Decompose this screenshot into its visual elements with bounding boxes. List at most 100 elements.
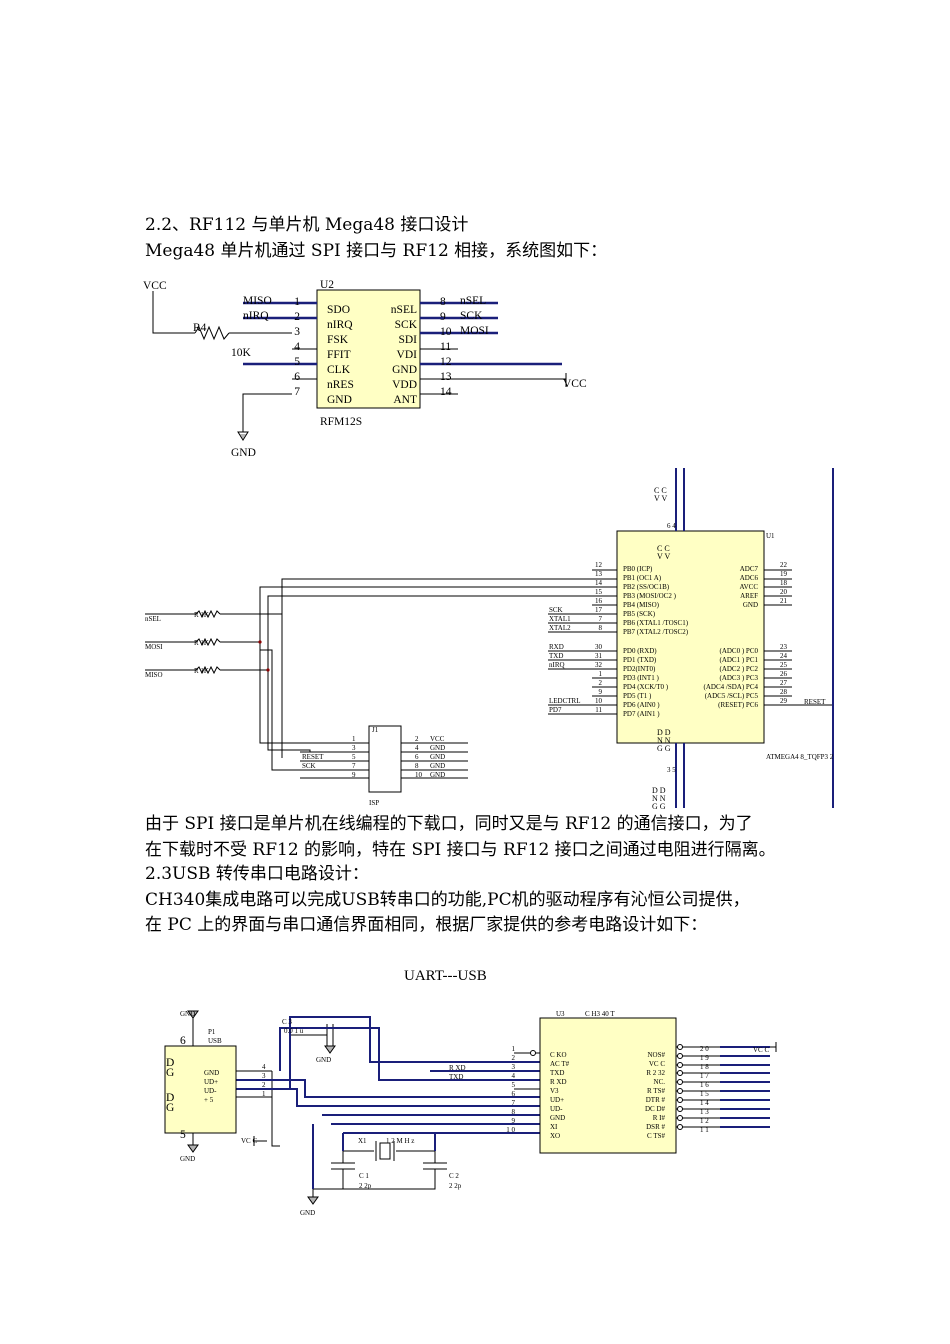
ch340-pin-r7: R I#	[653, 1114, 666, 1122]
mcu-pin-pd0: PD0 (RXD)	[623, 647, 657, 655]
vcc-label: VCC	[143, 280, 167, 292]
net-pd7: PD7	[549, 706, 562, 714]
net-sck: SCK	[549, 606, 563, 614]
body-text-2: 在下载时不受 RF12 的影响，特在 SPI 接口与 RF12 接口之间通过电阻…	[145, 840, 776, 860]
rfm12s-label: RFM12S	[320, 416, 362, 428]
resistor-1k: R 1K	[194, 667, 209, 675]
rfm-pin-num: 9	[440, 311, 446, 323]
ch340-pin-l8: XI	[550, 1123, 558, 1131]
ch340-pin-num: 1 0	[506, 1126, 515, 1134]
rfm-pin-ffit: FFIT	[327, 349, 351, 361]
body-text-3: CH340集成电路可以完成USB转串口的功能,PC机的驱动程序有沁恒公司提供，	[145, 890, 750, 910]
mcu-pin-adc7: ADC7	[740, 565, 759, 573]
ch340-pin-l4: V3	[550, 1087, 559, 1095]
usb-conn-num: 4	[262, 1063, 266, 1071]
mcu-pin-pb1: PB1 (OC1 A)	[623, 574, 662, 582]
mcu-pin-pd4: PD4 (XCK/T0 )	[623, 683, 669, 691]
isp-net-gnd: GND	[430, 744, 445, 752]
mcu-pin-num: 17	[595, 606, 603, 614]
mcu-pin-num: 1	[599, 670, 603, 678]
ch340-pin-num: 1 6	[700, 1081, 709, 1089]
mcu-pin-pb3: PB3 (MOSI/OC2 )	[623, 592, 677, 600]
mcu-pin-pc6: (RESET) PC6	[718, 701, 758, 709]
rfm-pin-num: 6	[294, 371, 300, 383]
mcu-pin-num: 10	[595, 697, 603, 705]
mcu-pin-pc5: (ADC5 /SCL) PC5	[705, 692, 759, 700]
mcu-pin-pc0: (ADC0 ) PC0	[719, 647, 758, 655]
rfm-net-mosi: MOSI	[460, 325, 489, 337]
mcu-pin-num: 19	[780, 570, 788, 578]
section-heading-2-2: 2.2、RF112 与单片机 Mega48 接口设计	[145, 215, 469, 235]
isp-pin-num: 9	[352, 771, 356, 779]
ch340-pin-num: 1 7	[700, 1072, 709, 1080]
isp-pin-num: 2	[415, 735, 419, 743]
mcu-pin-num: 23	[780, 643, 788, 651]
ch340-part: C H3 40 T	[585, 1010, 615, 1018]
rfm-pin-num: 14	[440, 386, 452, 398]
mcu-pin-num: 26	[780, 670, 788, 678]
net-rxd: RXD	[549, 643, 564, 651]
isp-pin-num: 4	[415, 744, 419, 752]
intro-text: Mega48 单片机通过 SPI 接口与 RF12 相接，系统图如下：	[145, 241, 608, 261]
mcu-pin-num: 14	[595, 579, 603, 587]
rfm-pin-sdo: SDO	[327, 304, 350, 316]
mcu-pin-num: 15	[595, 588, 603, 596]
mcu-pin-num: 21	[780, 597, 788, 605]
mcu-pin-pb2: PB2 (SS/OC1B)	[623, 583, 670, 591]
vcc-right-label: VCC	[563, 378, 587, 390]
ch340-pin-num: 9	[512, 1117, 516, 1125]
isp-pin-num: 3	[352, 744, 356, 752]
ch340-pin-num: 1 4	[700, 1099, 709, 1107]
usb-conn-pin-1: UD+	[204, 1078, 218, 1086]
ch340-pin-r8: DSR #	[646, 1123, 665, 1131]
txd-net-label: TXD	[449, 1073, 463, 1081]
rfm-pin-num: 11	[440, 341, 451, 353]
rfm-pin-nres: nRES	[327, 379, 354, 391]
rfm-pin-num: 1	[294, 296, 300, 308]
rfm-net-nirq: nIRQ	[243, 310, 269, 322]
rfm-pin-vdi: VDI	[397, 349, 418, 361]
mcu-pin-pb5: PB5 (SCK)	[623, 610, 656, 618]
net-xtal2: XTAL2	[549, 624, 571, 632]
ch340-pin-num: 1	[512, 1045, 516, 1053]
x-gnd-label: GND	[300, 1209, 315, 1217]
ch340-pin-l6: UD-	[550, 1105, 563, 1113]
mcu-pin-num: 9	[599, 688, 603, 696]
rfm-pin-num: 12	[440, 356, 452, 368]
mcu-pin-num: 8	[599, 624, 603, 632]
rfm-net-nsel: nSEL	[460, 295, 486, 307]
mcu-pin-num: 25	[780, 661, 788, 669]
isp-net-gnd: GND	[430, 762, 445, 770]
c3-value: 0.0 1 u	[284, 1027, 304, 1035]
ch340-pin-num: 1 5	[700, 1090, 709, 1098]
c3-ref: C 3	[282, 1018, 292, 1026]
ch340-pin-l5: UD+	[550, 1096, 564, 1104]
c2-ref: C 2	[449, 1172, 459, 1180]
usb-conn-pin-3: + 5	[204, 1096, 214, 1104]
net-txd: TXD	[549, 652, 563, 660]
ch340-pin-num: 8	[512, 1108, 516, 1116]
ch340-pin-num: 7	[512, 1099, 516, 1107]
body-text-1: 由于 SPI 接口是单片机在线编程的下载口，同时又是与 RF12 的通信接口，为…	[145, 814, 753, 834]
rfm-pin-num: 4	[294, 341, 300, 353]
ch340-pin-l2: TXD	[550, 1069, 564, 1077]
rxd-net-label: R XD	[449, 1064, 466, 1072]
isp-pin-num: 7	[352, 762, 356, 770]
mcu-pin-pb4: PB4 (MISO)	[623, 601, 660, 609]
mcu-pin-num: 16	[595, 597, 603, 605]
c1-value: 2 2p	[359, 1182, 372, 1190]
mcu-pin-aref: AREF	[740, 592, 758, 600]
mcu-pin-pd5: PD5 (T1 )	[623, 692, 652, 700]
mcu-pin-gnd: GND	[743, 601, 758, 609]
rfm-pin-vdd: VDD	[392, 379, 417, 391]
rfm-net-sck: SCK	[460, 310, 483, 322]
rfm-pin-nsel: nSEL	[391, 304, 417, 316]
isp-pin-num: 6	[415, 753, 419, 761]
isp-net-gnd: GND	[430, 771, 445, 779]
mcu-pin-adc6: ADC6	[740, 574, 759, 582]
r4-value: 10K	[231, 347, 252, 359]
